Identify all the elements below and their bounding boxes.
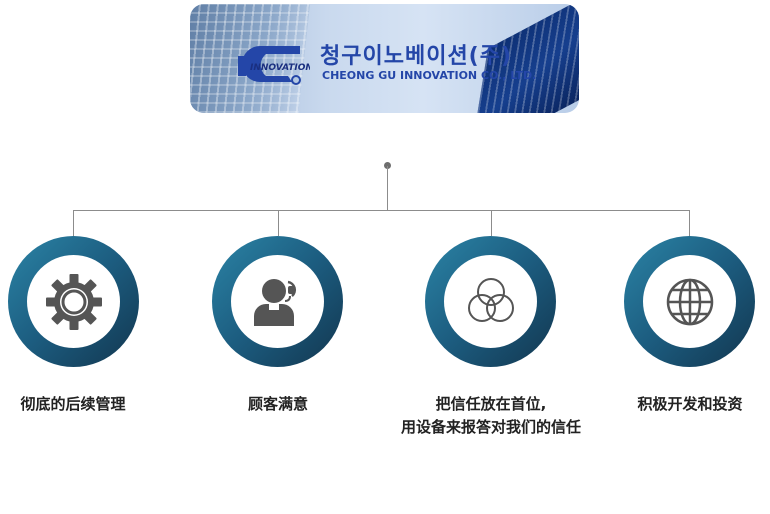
node-label-customer-satisfaction: 顾客满意 [247, 395, 308, 413]
company-name-english: CHEONG GU INNOVATION CO., LTD. [322, 69, 537, 82]
node-label-development-investment: 积极开发和投资 [637, 395, 743, 413]
logo-text: INNOVATION [250, 63, 310, 73]
connector-branch-1 [73, 210, 74, 236]
company-banner: INNOVATION 청구이노베이션(주) CHEONG GU INNOVATI… [190, 4, 579, 113]
connector-bar [73, 210, 690, 211]
overlapping-circles-icon [467, 277, 514, 322]
globe-icon [666, 278, 713, 325]
company-logo: INNOVATION [238, 46, 310, 85]
connector-trunk [387, 166, 388, 210]
company-name-korean: 청구이노베이션(주) [320, 44, 513, 69]
connector-branch-3 [491, 210, 492, 236]
node-development-investment [624, 236, 755, 367]
node-aftercare [8, 236, 139, 367]
connector-dot [384, 162, 391, 169]
connector-branch-2 [278, 210, 279, 236]
node-customer-satisfaction [212, 236, 343, 367]
customer-service-icon [253, 278, 296, 326]
connector-branch-4 [689, 210, 690, 236]
node-trust-first [425, 236, 556, 367]
gear-icon [45, 273, 102, 330]
node-label-trust-first: 把信任放在首位, 用设备来报答对我们的信任 [400, 395, 581, 436]
node-label-aftercare: 彻底的后续管理 [20, 395, 126, 413]
